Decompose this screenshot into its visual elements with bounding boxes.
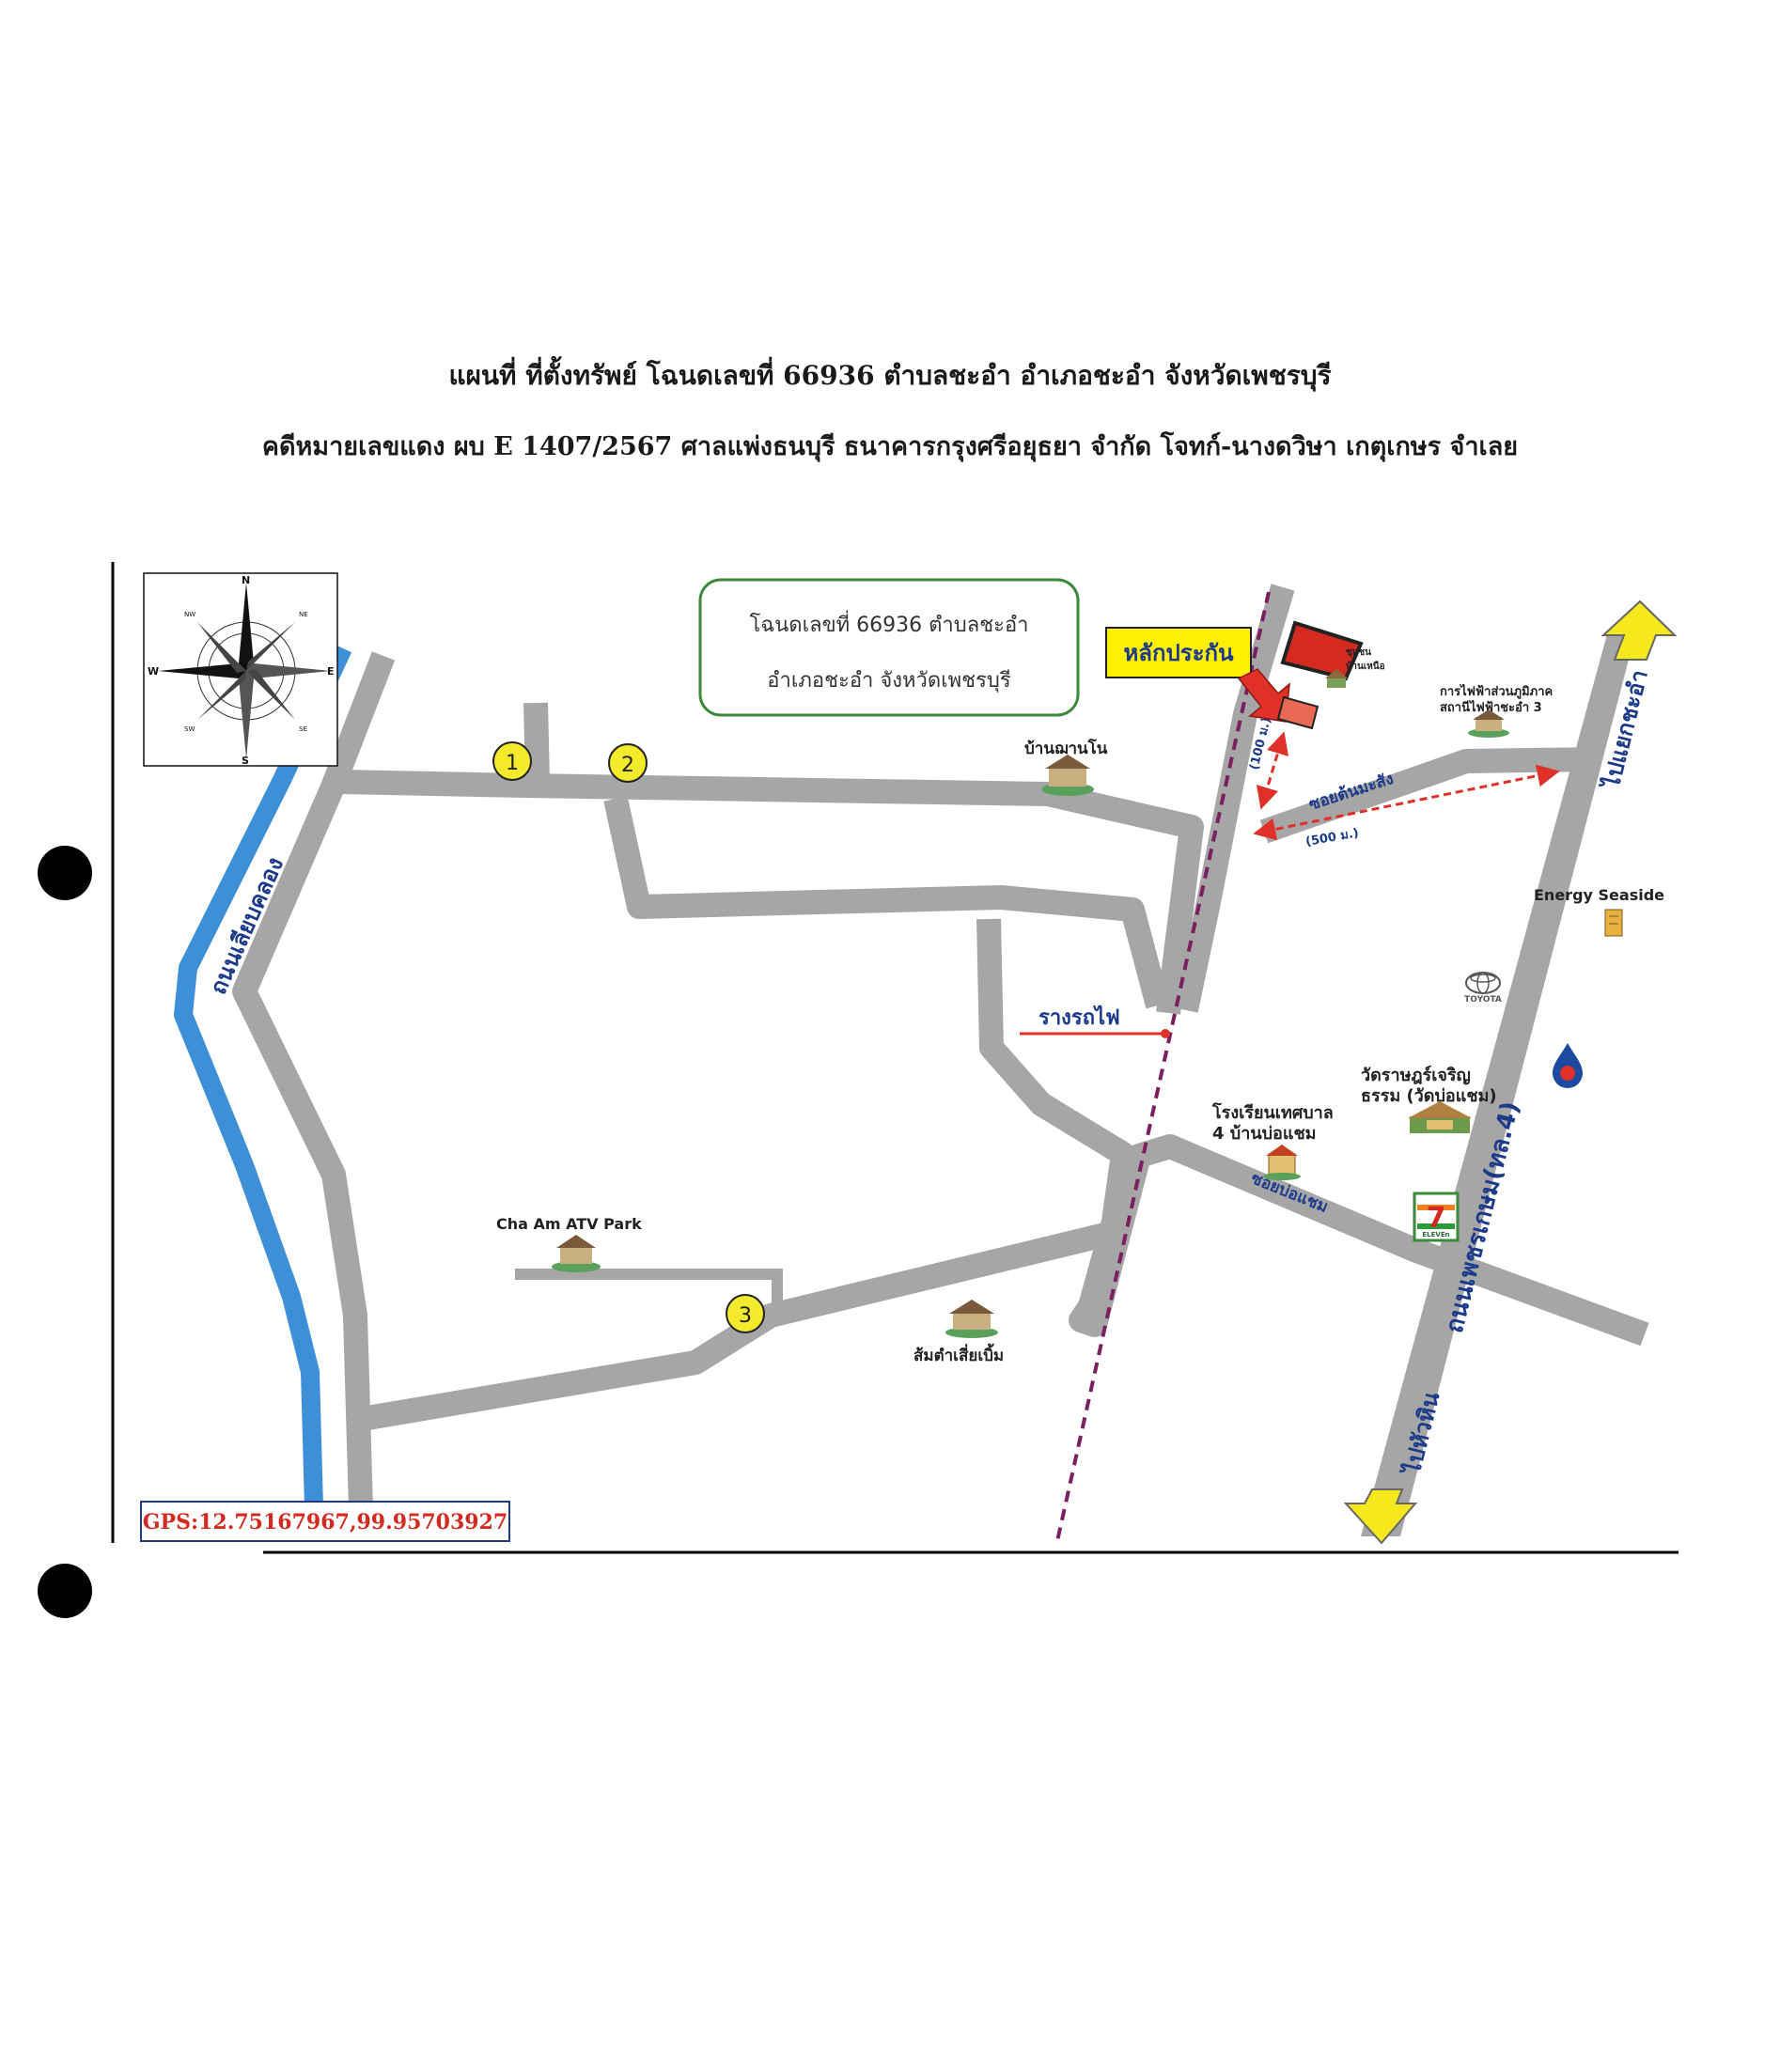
compass-n: N: [242, 574, 250, 586]
railway-pointer-dot: [1161, 1029, 1170, 1038]
deed-info-box: โฉนดเลขที่ 66936 ตำบลชะอำ อำเภอชะอำ จังห…: [698, 578, 1080, 717]
energy-seaside-building-icon: [1604, 909, 1623, 937]
compass-w: W: [148, 665, 159, 678]
distance-500m-label: (500 ม.): [1304, 826, 1360, 849]
pea-label-line2: สถานีไฟฟ้าชะอำ 3: [1440, 699, 1542, 715]
marker-1-label: 1: [506, 752, 519, 775]
collateral-parcel-small: [1276, 695, 1319, 730]
atv-park-label: Cha Am ATV Park: [496, 1215, 642, 1233]
seven-eleven-text: ELEVEn: [1422, 1231, 1449, 1239]
marker-2: 2: [608, 743, 648, 783]
southwest-road: [359, 1219, 1124, 1431]
community-house-icon: [1325, 669, 1348, 688]
gps-box: GPS:12.75167967,99.95703927: [140, 1501, 510, 1542]
community-label-line1: ชุมชน: [1346, 647, 1371, 658]
map-title-line2: คดีหมายเลขแดง ผบ E 1407/2567 ศาลแพ่งธนบุ…: [261, 432, 1519, 461]
collateral-label-box: หลักประกัน: [1105, 627, 1252, 678]
punch-hole-top: [38, 846, 92, 900]
arrow-to-cha-am: [1600, 600, 1678, 661]
branch-road-1: [523, 702, 550, 783]
punch-hole-bottom: [38, 1564, 92, 1618]
marker-1: 1: [492, 741, 532, 781]
energy-seaside-label: Energy Seaside: [1534, 886, 1664, 904]
canal: [174, 644, 352, 1542]
wat-temple-icon: [1408, 1101, 1472, 1133]
compass-se: SE: [299, 725, 307, 733]
railway-label: รางรถไฟ: [1038, 1005, 1120, 1030]
road-network: [232, 584, 1649, 1542]
wat-label-line2: ธรรม (วัดบ่อแชม): [1361, 1086, 1497, 1106]
main-east-west-road: [339, 770, 1204, 1015]
compass-ne: NE: [299, 611, 308, 618]
marker-3-label: 3: [739, 1304, 752, 1328]
community-label-line2: บ้านเหนือ: [1346, 661, 1385, 672]
school-label-line2: 4 บ้านบ่อแชม: [1212, 1124, 1317, 1144]
canal-road: [232, 651, 396, 1542]
compass-nw: NW: [184, 611, 195, 618]
somtam-house-icon: [945, 1300, 998, 1338]
marker-2-label: 2: [621, 754, 634, 777]
atv-park-house-icon: [552, 1235, 601, 1272]
pea-house-icon: [1468, 709, 1509, 738]
central-road: [976, 918, 1649, 1347]
compass-rose: N S W E NW NE SW SE: [143, 572, 338, 767]
toyota-label: TOYOTA: [1464, 995, 1502, 1005]
local-road-north: [1174, 584, 1295, 1013]
somtam-label: ส้มตำเสี่ยเบิ้ม: [913, 1343, 1004, 1365]
info-box-line1: โฉนดเลขที่ 66936 ตำบลชะอำ: [749, 610, 1028, 637]
compass-e: E: [327, 665, 335, 678]
wat-label-line1: วัดราษฎร์เจริญ: [1361, 1065, 1471, 1085]
map-title-line1: แผนที่ ที่ตั้งทรัพย์ โฉนดเลขที่ 66936 ตำ…: [448, 360, 1332, 391]
toyota-logo-icon: [1465, 972, 1501, 994]
gps-label: GPS:12.75167967,99.95703927: [143, 1510, 507, 1535]
baan-manano-label: บ้านฌานโน: [1024, 739, 1108, 758]
loop-road: [603, 796, 1170, 1009]
school-building-icon: [1263, 1145, 1301, 1180]
marker-3: 3: [726, 1294, 765, 1333]
fuel-station-drop-icon: [1553, 1043, 1583, 1088]
baan-manano-house-icon: [1041, 755, 1094, 796]
railway-line: [1055, 591, 1271, 1542]
compass-s: S: [242, 755, 249, 767]
compass-sw: SW: [184, 725, 195, 733]
school-label-line1: โรงเรียนเทศบาล: [1211, 1102, 1334, 1123]
seven-eleven-logo-icon: 7 ELEVEn: [1413, 1192, 1460, 1242]
seven-eleven-number: 7: [1427, 1202, 1446, 1235]
info-box-line2: อำเภอชะอำ จังหวัดเพชรบุรี: [767, 669, 1011, 693]
pea-label-line1: การไฟฟ้าส่วนภูมิภาค: [1440, 683, 1553, 699]
petchkasem-highway: [1361, 634, 1635, 1536]
distance-100m-arrow: [1256, 731, 1289, 810]
arrow-to-hua-hin: [1343, 1488, 1418, 1545]
collateral-label: หลักประกัน: [1123, 640, 1234, 666]
